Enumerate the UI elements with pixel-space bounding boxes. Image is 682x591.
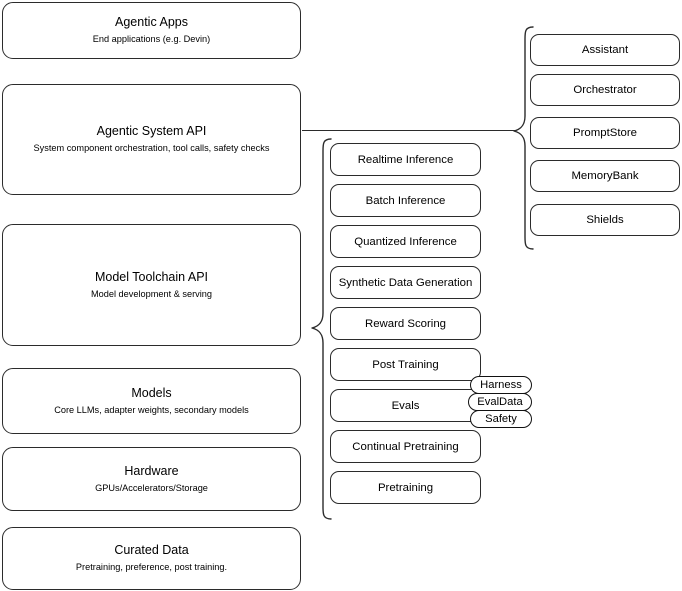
agentic-system-item-memorybank[interactable]: MemoryBank	[530, 160, 680, 192]
eval-pill-evaldata[interactable]: EvalData	[468, 393, 532, 411]
toolchain-item-realtime-inference[interactable]: Realtime Inference	[330, 143, 481, 176]
toolchain-item-label: Quantized Inference	[354, 235, 457, 248]
layer-title: Curated Data	[114, 543, 189, 558]
toolchain-item-label: Realtime Inference	[357, 153, 454, 166]
toolchain-item-reward-scoring[interactable]: Reward Scoring	[330, 307, 481, 340]
layer-subtitle: Model development & serving	[90, 288, 213, 299]
toolchain-item-label: Reward Scoring	[364, 317, 447, 330]
agentic-system-item-label: Orchestrator	[573, 84, 637, 96]
layer-agentic-system-api[interactable]: Agentic System API System component orch…	[2, 84, 301, 195]
agentic-system-item-label: MemoryBank	[571, 170, 639, 182]
agentic-system-item-shields[interactable]: Shields	[530, 204, 680, 236]
layer-subtitle: Pretraining, preference, post training.	[75, 562, 228, 573]
toolchain-item-label: Evals	[391, 399, 420, 412]
layer-subtitle: Core LLMs, adapter weights, secondary mo…	[54, 404, 249, 415]
toolchain-item-evals[interactable]: Evals	[330, 389, 481, 422]
toolchain-item-label: Continual Pretraining	[352, 440, 459, 453]
layer-models[interactable]: Models Core LLMs, adapter weights, secon…	[2, 368, 301, 434]
eval-pill-harness[interactable]: Harness	[470, 376, 532, 394]
toolchain-brace	[311, 138, 332, 520]
eval-pill-safety[interactable]: Safety	[470, 410, 532, 428]
agentic-system-connector-line	[302, 130, 516, 132]
eval-pill-label: EvalData	[477, 396, 523, 408]
agentic-system-item-label: PromptStore	[573, 127, 637, 139]
toolchain-item-label: Synthetic Data Generation	[338, 276, 473, 289]
agentic-system-item-promptstore[interactable]: PromptStore	[530, 117, 680, 149]
toolchain-item-label: Pretraining	[377, 481, 434, 494]
toolchain-item-batch-inference[interactable]: Batch Inference	[330, 184, 481, 217]
layer-subtitle: System component orchestration, tool cal…	[33, 143, 270, 154]
eval-pill-label: Harness	[480, 379, 522, 391]
eval-pill-label: Safety	[485, 413, 517, 425]
layer-title: Agentic System API	[96, 124, 207, 139]
toolchain-item-pretraining[interactable]: Pretraining	[330, 471, 481, 504]
layer-subtitle: End applications (e.g. Devin)	[92, 34, 211, 45]
toolchain-item-label: Batch Inference	[365, 194, 446, 207]
agentic-system-item-label: Shields	[586, 214, 624, 226]
layer-subtitle: GPUs/Accelerators/Storage	[95, 482, 208, 493]
layer-hardware[interactable]: Hardware GPUs/Accelerators/Storage	[2, 447, 301, 511]
toolchain-item-continual-pretraining[interactable]: Continual Pretraining	[330, 430, 481, 463]
layer-agentic-apps[interactable]: Agentic Apps End applications (e.g. Devi…	[2, 2, 301, 59]
layer-title: Models	[131, 385, 172, 400]
agentic-system-item-assistant[interactable]: Assistant	[530, 34, 680, 66]
agentic-system-item-label: Assistant	[581, 44, 629, 56]
layer-curated-data[interactable]: Curated Data Pretraining, preference, po…	[2, 527, 301, 590]
agentic-system-item-orchestrator[interactable]: Orchestrator	[530, 74, 680, 106]
toolchain-item-quantized-inference[interactable]: Quantized Inference	[330, 225, 481, 258]
layer-title: Hardware	[124, 463, 179, 478]
toolchain-item-post-training[interactable]: Post Training	[330, 348, 481, 381]
toolchain-item-label: Post Training	[372, 358, 439, 371]
layer-title: Agentic Apps	[115, 15, 188, 30]
toolchain-item-synthetic-data-generation[interactable]: Synthetic Data Generation	[330, 266, 481, 299]
layer-title: Model Toolchain API	[94, 269, 209, 284]
layer-model-toolchain-api[interactable]: Model Toolchain API Model development & …	[2, 224, 301, 346]
